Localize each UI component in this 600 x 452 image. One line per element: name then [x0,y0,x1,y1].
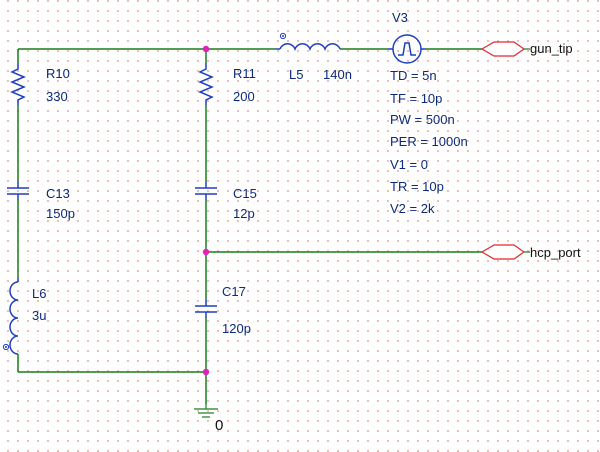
wires [17,48,482,404]
l6-value: 3u [32,308,46,323]
l5-ref: L5 [289,67,303,82]
v3-param: V2 = 2k [390,201,435,216]
junction-dot [202,45,210,53]
c15-ref: C15 [233,186,257,201]
polarity-dot-icon [2,343,10,351]
source-circle-icon [392,34,422,64]
port-label: hcp_port [530,245,581,260]
v3-param: TF = 10p [390,91,442,106]
junction-dot [202,368,210,376]
port-label: gun_tip [530,41,573,56]
junction-dot [202,248,210,256]
inductor-l6[interactable]: L6 3u [2,278,46,355]
pulse-wave-icon [398,42,416,56]
c15-value: 12p [233,206,255,221]
r10-ref: R10 [46,66,70,81]
l5-value: 140n [323,67,352,82]
port-hcp-port[interactable]: hcp_port [480,244,581,260]
resistor-r10[interactable]: R10 330 [10,63,70,105]
c13-value: 150p [46,206,75,221]
capacitor-c13[interactable]: C13 150p [7,182,75,221]
v3-param: PW = 500n [390,112,455,127]
port-connector-icon [480,244,526,260]
v3-ref: V3 [392,10,408,25]
ground-label: 0 [215,417,223,434]
junctions [202,45,210,376]
port-gun-tip[interactable]: gun_tip [480,41,573,57]
ground-symbol[interactable]: 0 [194,404,223,434]
v3-param: PER = 1000n [390,134,468,149]
v3-param: TD = 5n [390,68,437,83]
port-connector-icon [480,41,526,57]
v3-param: V1 = 0 [390,157,428,172]
l6-ref: L6 [32,286,46,301]
r11-value: 200 [233,89,255,104]
resistor-r11[interactable]: R11 200 [198,63,256,105]
v3-param: TR = 10p [390,179,444,194]
r11-ref: R11 [233,66,256,81]
c17-ref: C17 [222,284,246,299]
capacitor-c15[interactable]: C15 12p [195,182,257,221]
polarity-dot-icon [279,32,287,40]
c17-value: 120p [222,321,251,336]
pulse-source-v3[interactable]: V3 TD = 5n TF = 10p PW = 500n PER = 1000… [388,10,468,216]
inductor-l5[interactable]: L5 140n [276,32,352,82]
r10-value: 330 [46,89,68,104]
c13-ref: C13 [46,186,70,201]
capacitor-c17[interactable]: C17 120p [195,284,251,336]
